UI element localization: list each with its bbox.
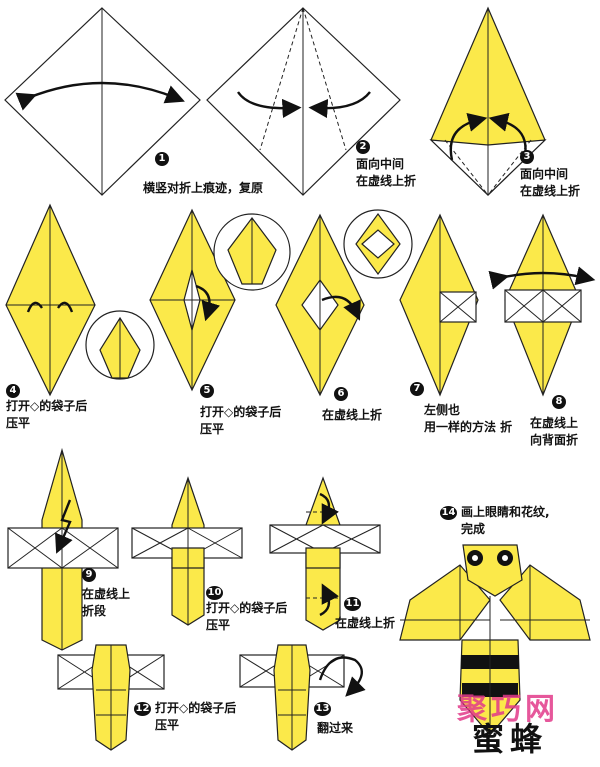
- step-number: 2: [356, 140, 370, 154]
- step-12: 12 打开◇的袋子后 压平: [134, 700, 236, 734]
- step-caption: 在虚线上 向背面折: [530, 416, 579, 447]
- step11-figure: [269, 476, 381, 631]
- step-8: 8 在虚线上 向背面折: [530, 393, 578, 449]
- step-11: 11 在虚线上折: [335, 595, 395, 632]
- step-caption: 打开◇的袋子后 压平: [200, 405, 282, 436]
- step-1: 1 横竖对折上痕迹，复原: [143, 150, 263, 197]
- step-number: 6: [334, 387, 348, 401]
- step12-figure: [57, 644, 165, 751]
- step-number: 4: [6, 384, 20, 398]
- step-caption: 画上眼睛和花纹, 完成: [461, 505, 550, 536]
- step-number: 14: [440, 506, 457, 520]
- step-number: 12: [134, 702, 151, 716]
- step-7: 7 左侧也 用一样的方法 折: [410, 380, 512, 436]
- step-2: 2 面向中间 在虚线上折: [356, 138, 416, 190]
- step8-figure: [488, 213, 596, 397]
- step-number: 1: [155, 152, 169, 166]
- step-caption: 打开◇的袋子后 压平: [206, 601, 288, 632]
- step9-figure: [7, 447, 119, 651]
- step10-figure: [131, 476, 243, 626]
- step-number: 9: [82, 568, 96, 582]
- step-14: 14 画上眼睛和花纹, 完成: [440, 504, 550, 538]
- step-number: 13: [314, 702, 331, 716]
- step5-figure: [149, 208, 291, 392]
- step-caption: 在虚线上 折段: [82, 587, 131, 618]
- step-number: 11: [344, 597, 361, 611]
- step-10: 10 打开◇的袋子后 压平: [206, 584, 287, 634]
- step-caption: 左侧也 用一样的方法 折: [424, 403, 513, 434]
- step7-figure: [399, 213, 479, 397]
- step2-figure: [206, 7, 401, 196]
- step-number: 7: [410, 382, 424, 396]
- step-13: 13 翻过来: [314, 700, 353, 737]
- step-caption: 面向中间 在虚线上折: [520, 167, 581, 198]
- diagram-title: 蜜蜂: [471, 720, 548, 758]
- step-9: 9 在虚线上 折段: [82, 566, 130, 620]
- step-6: 6 在虚线上折: [322, 385, 382, 424]
- step-caption: 在虚线上折: [322, 408, 383, 422]
- step14-bee: [399, 544, 591, 736]
- step-4: 4 打开◇的袋子后 压平: [6, 382, 87, 432]
- step-number: 10: [206, 586, 223, 600]
- step4-figure: [5, 203, 155, 397]
- step-caption: 翻过来: [317, 721, 354, 735]
- step-caption: 横竖对折上痕迹，复原: [143, 181, 264, 195]
- step-caption: 面向中间 在虚线上折: [356, 157, 417, 188]
- step-caption: 打开◇的袋子后 压平: [155, 701, 237, 732]
- step-number: 5: [200, 384, 214, 398]
- step13-figure: [239, 644, 366, 751]
- step-number: 3: [520, 150, 534, 164]
- step3-figure: [429, 6, 547, 196]
- step-number: 8: [552, 395, 566, 409]
- step-caption: 打开◇的袋子后 压平: [6, 399, 88, 430]
- step-5: 5 打开◇的袋子后 压平: [200, 382, 281, 438]
- watermark: 聚巧网: [457, 692, 559, 727]
- step6-figure: [275, 209, 413, 397]
- step1-figure: [4, 7, 201, 196]
- step-3: 3 面向中间 在虚线上折: [520, 148, 580, 200]
- step-caption: 在虚线上折: [335, 616, 396, 630]
